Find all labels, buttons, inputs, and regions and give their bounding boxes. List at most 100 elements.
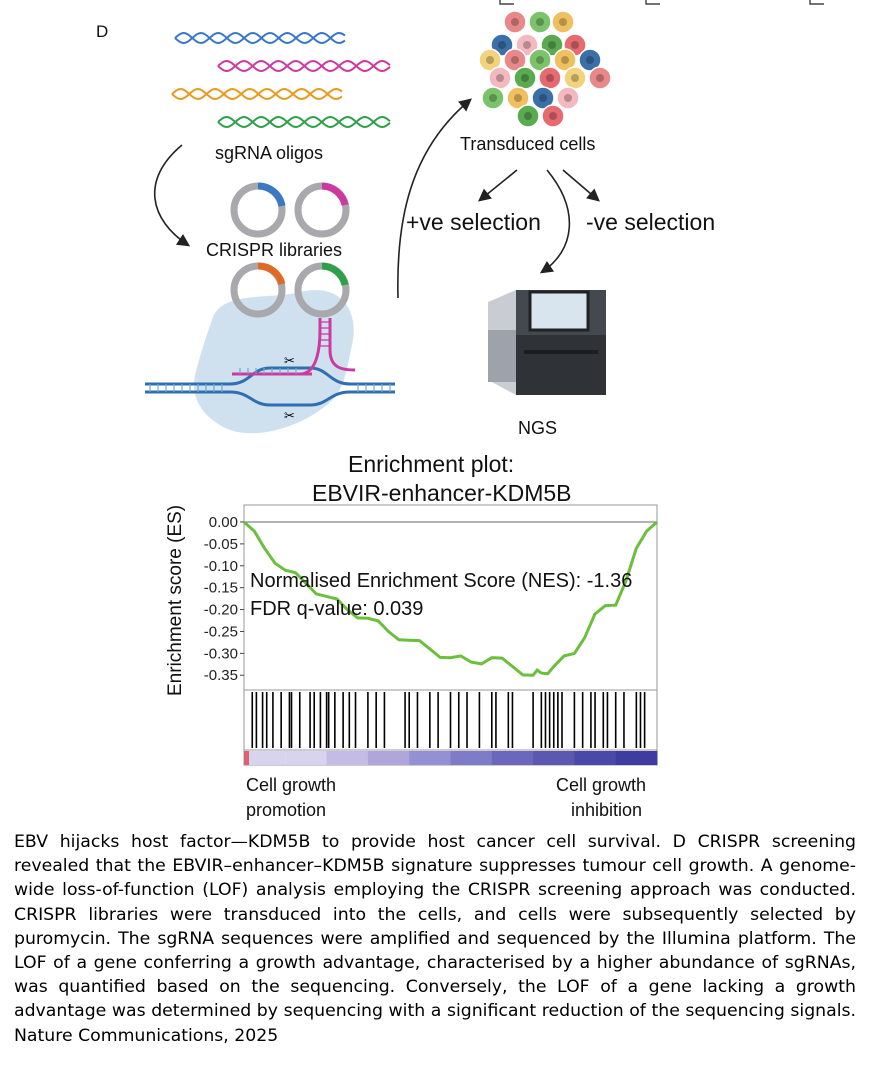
scissors-icon: ✂ bbox=[284, 353, 295, 368]
cell-nucleus bbox=[561, 56, 569, 64]
gradient-segment bbox=[409, 751, 451, 765]
cell bbox=[503, 48, 527, 72]
arrow-positive-selection bbox=[478, 169, 518, 202]
cell-nucleus bbox=[549, 112, 557, 120]
cell-nucleus bbox=[536, 56, 544, 64]
cell bbox=[503, 10, 527, 34]
cell bbox=[528, 10, 552, 34]
cell-nucleus bbox=[539, 94, 547, 102]
gradient-segment bbox=[491, 751, 534, 765]
dna-helix-icons bbox=[171, 31, 391, 129]
nes-annotation: Normalised Enrichment Score (NES): -1.36 bbox=[250, 570, 633, 592]
sgrna-oligos-label: sgRNA oligos bbox=[215, 143, 324, 163]
arrow-oligos-to-libraries bbox=[154, 144, 191, 247]
cas9-complex-blob bbox=[194, 289, 354, 434]
y-tick-label: -0.20 bbox=[204, 602, 238, 619]
cell-nucleus bbox=[511, 18, 519, 26]
crispr-library-plasmids bbox=[230, 182, 350, 318]
cell-nucleus bbox=[546, 74, 554, 82]
rank-gradient-bar bbox=[244, 751, 658, 765]
cell bbox=[481, 86, 505, 110]
enrichment-plot: 0.00 -0.05 -0.10 -0.15 -0.20 -0.25 -0.30 -0.35 bbox=[204, 504, 658, 766]
helix-strand bbox=[217, 59, 391, 73]
ngs-label: NGS bbox=[518, 418, 558, 438]
negative-selection-label: -ve selection bbox=[586, 209, 716, 235]
chart-title-line2: EBVIR-enhancer-KDM5B bbox=[312, 480, 572, 506]
cell-nucleus bbox=[586, 56, 594, 64]
cell-nucleus bbox=[571, 74, 579, 82]
cell-nucleus bbox=[548, 41, 556, 49]
helix-strand bbox=[174, 31, 346, 45]
cell bbox=[506, 86, 530, 110]
cell-nucleus bbox=[486, 56, 494, 64]
cell bbox=[588, 66, 612, 90]
gradient-segment bbox=[249, 751, 286, 765]
cell-nucleus bbox=[521, 74, 529, 82]
y-tick-label: -0.10 bbox=[204, 558, 238, 575]
helix-strand bbox=[171, 87, 343, 101]
cell-nucleus bbox=[496, 74, 504, 82]
y-axis-ticks: 0.00 -0.05 -0.10 -0.15 -0.20 -0.25 -0.30 -0.35 bbox=[204, 514, 244, 684]
cell bbox=[478, 48, 502, 72]
gradient-segment bbox=[326, 751, 369, 765]
cell-nucleus bbox=[498, 41, 506, 49]
helix-strand bbox=[217, 115, 391, 129]
left-end-label-line2: promotion bbox=[246, 800, 327, 820]
figure-caption: EBV hijacks host factor—KDM5B to provide… bbox=[14, 832, 856, 1046]
panel-label: D bbox=[96, 22, 109, 41]
cell bbox=[556, 86, 580, 110]
hit-marks bbox=[251, 692, 646, 748]
scissors-icon-lower: ✂ bbox=[284, 408, 295, 423]
cell bbox=[516, 104, 540, 128]
cell-nucleus bbox=[523, 41, 531, 49]
cell bbox=[553, 48, 577, 72]
right-end-label-line2: inhibition bbox=[571, 800, 643, 820]
cell-nucleus bbox=[571, 41, 579, 49]
y-tick-label: -0.25 bbox=[204, 623, 238, 640]
cell-nucleus bbox=[559, 18, 567, 26]
crispr-libraries-label: CRISPR libraries bbox=[206, 240, 343, 260]
helix-strand bbox=[174, 31, 346, 45]
right-end-label-line1: Cell growth bbox=[556, 775, 647, 795]
cell-nucleus bbox=[489, 94, 497, 102]
gradient-segment bbox=[367, 751, 410, 765]
cell bbox=[528, 48, 552, 72]
figure-panel-d: ✂ ✂ 0.00 -0.05 -0.10 -0.15 -0.20 -0.25 -0.30 -0… bbox=[96, 0, 824, 820]
y-axis-label: Enrichment score (ES) bbox=[165, 504, 186, 696]
gradient-segment bbox=[533, 751, 575, 765]
cell-nucleus bbox=[511, 56, 519, 64]
arrow-cells-to-ngs bbox=[539, 169, 571, 274]
target-dna-with-sgrna: ✂ ✂ bbox=[145, 318, 395, 423]
chart-title-line1: Enrichment plot: bbox=[348, 451, 515, 477]
transduced-cells-label: Transduced cells bbox=[460, 134, 596, 154]
gradient-segment bbox=[574, 751, 617, 765]
arrow-negative-selection bbox=[562, 169, 600, 202]
gradient-segment bbox=[244, 751, 250, 765]
cropped-top-fragments bbox=[499, 0, 824, 5]
cell bbox=[578, 48, 602, 72]
cell-nucleus bbox=[536, 18, 544, 26]
y-tick-label: -0.15 bbox=[204, 580, 238, 597]
cell bbox=[541, 104, 565, 128]
y-tick-label: 0.00 bbox=[209, 514, 238, 531]
gradient-segment bbox=[450, 751, 493, 765]
es-series-line bbox=[243, 520, 658, 677]
cell-nucleus bbox=[524, 112, 532, 120]
fdr-annotation: FDR q-value: 0.039 bbox=[250, 598, 424, 620]
cell-nucleus bbox=[564, 94, 572, 102]
cell-nucleus bbox=[514, 94, 522, 102]
y-tick-label: -0.35 bbox=[204, 667, 238, 684]
gradient-segment bbox=[615, 751, 658, 765]
schematic-graphics: ✂ ✂ 0.00 -0.05 -0.10 -0.15 -0.20 -0.25 -0.30 -0… bbox=[145, 0, 824, 766]
cell bbox=[551, 10, 575, 34]
left-end-label-line1: Cell growth bbox=[246, 775, 337, 795]
positive-selection-label: +ve selection bbox=[406, 209, 541, 235]
y-tick-label: -0.30 bbox=[204, 645, 238, 662]
gradient-segment bbox=[285, 751, 328, 765]
transduced-cells-cluster bbox=[478, 10, 612, 128]
ngs-sequencer-icon bbox=[488, 290, 606, 395]
arrow-libraries-to-cells bbox=[397, 98, 472, 299]
cell bbox=[531, 86, 555, 110]
y-tick-label: -0.05 bbox=[204, 536, 238, 553]
cell-nucleus bbox=[596, 74, 604, 82]
